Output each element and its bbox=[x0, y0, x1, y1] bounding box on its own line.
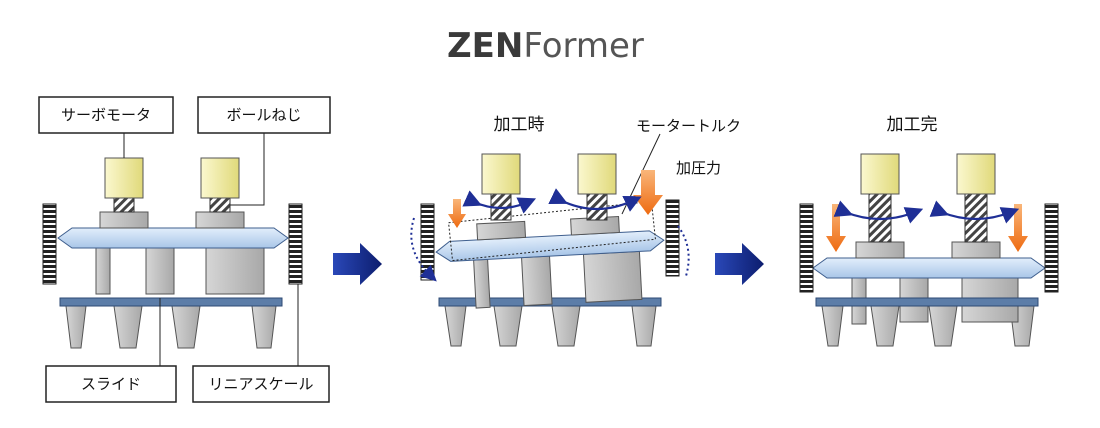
linear-scale-left-2 bbox=[420, 203, 435, 281]
servo-motor-left-3 bbox=[860, 153, 900, 195]
force-arrow-large bbox=[633, 170, 663, 215]
slide-bar bbox=[57, 227, 289, 249]
title-regular-part: Former bbox=[523, 26, 644, 66]
torque-arrow-left-2 bbox=[462, 190, 537, 214]
tilt-arc-left bbox=[410, 217, 437, 282]
nut-block-right bbox=[195, 211, 245, 229]
slide-blocks bbox=[95, 247, 265, 295]
title-bold-part: ZEN bbox=[447, 26, 523, 66]
base-pedestals bbox=[65, 305, 277, 349]
ball-screw-right-2 bbox=[586, 193, 608, 221]
panel-structure: サーボモータ ボールねじ スライド リニアスケール bbox=[38, 96, 331, 403]
nut-block-left-3 bbox=[855, 241, 905, 259]
force-arrow-small bbox=[448, 199, 466, 228]
force-arrow-right-3 bbox=[1008, 204, 1028, 252]
label-linear-scale: リニアスケール bbox=[192, 284, 330, 403]
force-arrow-left-3 bbox=[826, 204, 846, 252]
ball-screw-left bbox=[113, 197, 135, 213]
servo-motor-text: サーボモータ bbox=[61, 106, 151, 124]
torque-arrow-left-3 bbox=[833, 200, 924, 224]
label-ball-screw: ボールねじ bbox=[197, 96, 331, 206]
servo-motor-right-2 bbox=[577, 153, 617, 195]
slide-bar-3 bbox=[812, 257, 1046, 279]
linear-scale-left bbox=[42, 203, 57, 285]
label-slide: スライド bbox=[45, 298, 177, 403]
pressing-force-text: 加圧力 bbox=[676, 159, 721, 177]
process-arrow-1 bbox=[333, 243, 382, 285]
base-pedestals-2 bbox=[444, 305, 657, 347]
slide-text: スライド bbox=[81, 375, 141, 393]
linear-scale-right-2 bbox=[665, 199, 680, 277]
tilted-slide-group bbox=[435, 215, 665, 309]
tilt-arc-right bbox=[677, 225, 690, 277]
complete-heading: 加工完 bbox=[887, 115, 938, 135]
label-servo-motor: サーボモータ bbox=[38, 96, 174, 158]
linear-scale-left-3 bbox=[799, 203, 814, 293]
process-arrow-2 bbox=[715, 243, 764, 285]
servo-motor-right-3 bbox=[956, 153, 996, 195]
nut-block-right-3 bbox=[951, 241, 1001, 259]
ball-screw-right bbox=[209, 197, 231, 213]
base-plate-3 bbox=[815, 297, 1039, 307]
ball-screw-text: ボールねじ bbox=[226, 106, 301, 124]
linear-scale-right-3 bbox=[1044, 203, 1059, 293]
original-position-outline bbox=[448, 200, 656, 262]
torque-arrow-right-2 bbox=[548, 188, 642, 212]
diagram-title: ZENFormer bbox=[447, 26, 644, 66]
torque-arrow-right-3 bbox=[929, 200, 1020, 224]
motor-torque-text: モータートルク bbox=[636, 117, 741, 135]
linear-scale-text: リニアスケール bbox=[208, 375, 313, 393]
servo-motor-right bbox=[200, 157, 240, 199]
base-plate bbox=[59, 297, 283, 307]
panel-complete: 加工完 bbox=[799, 115, 1059, 347]
servo-motor-left-2 bbox=[481, 153, 521, 195]
panel-processing: 加工時 モータートルク 加圧力 bbox=[410, 115, 741, 347]
processing-heading: 加工時 bbox=[494, 115, 545, 135]
linear-scale-right bbox=[288, 203, 303, 285]
nut-block-left bbox=[99, 211, 149, 229]
servo-motor-left bbox=[104, 157, 144, 199]
